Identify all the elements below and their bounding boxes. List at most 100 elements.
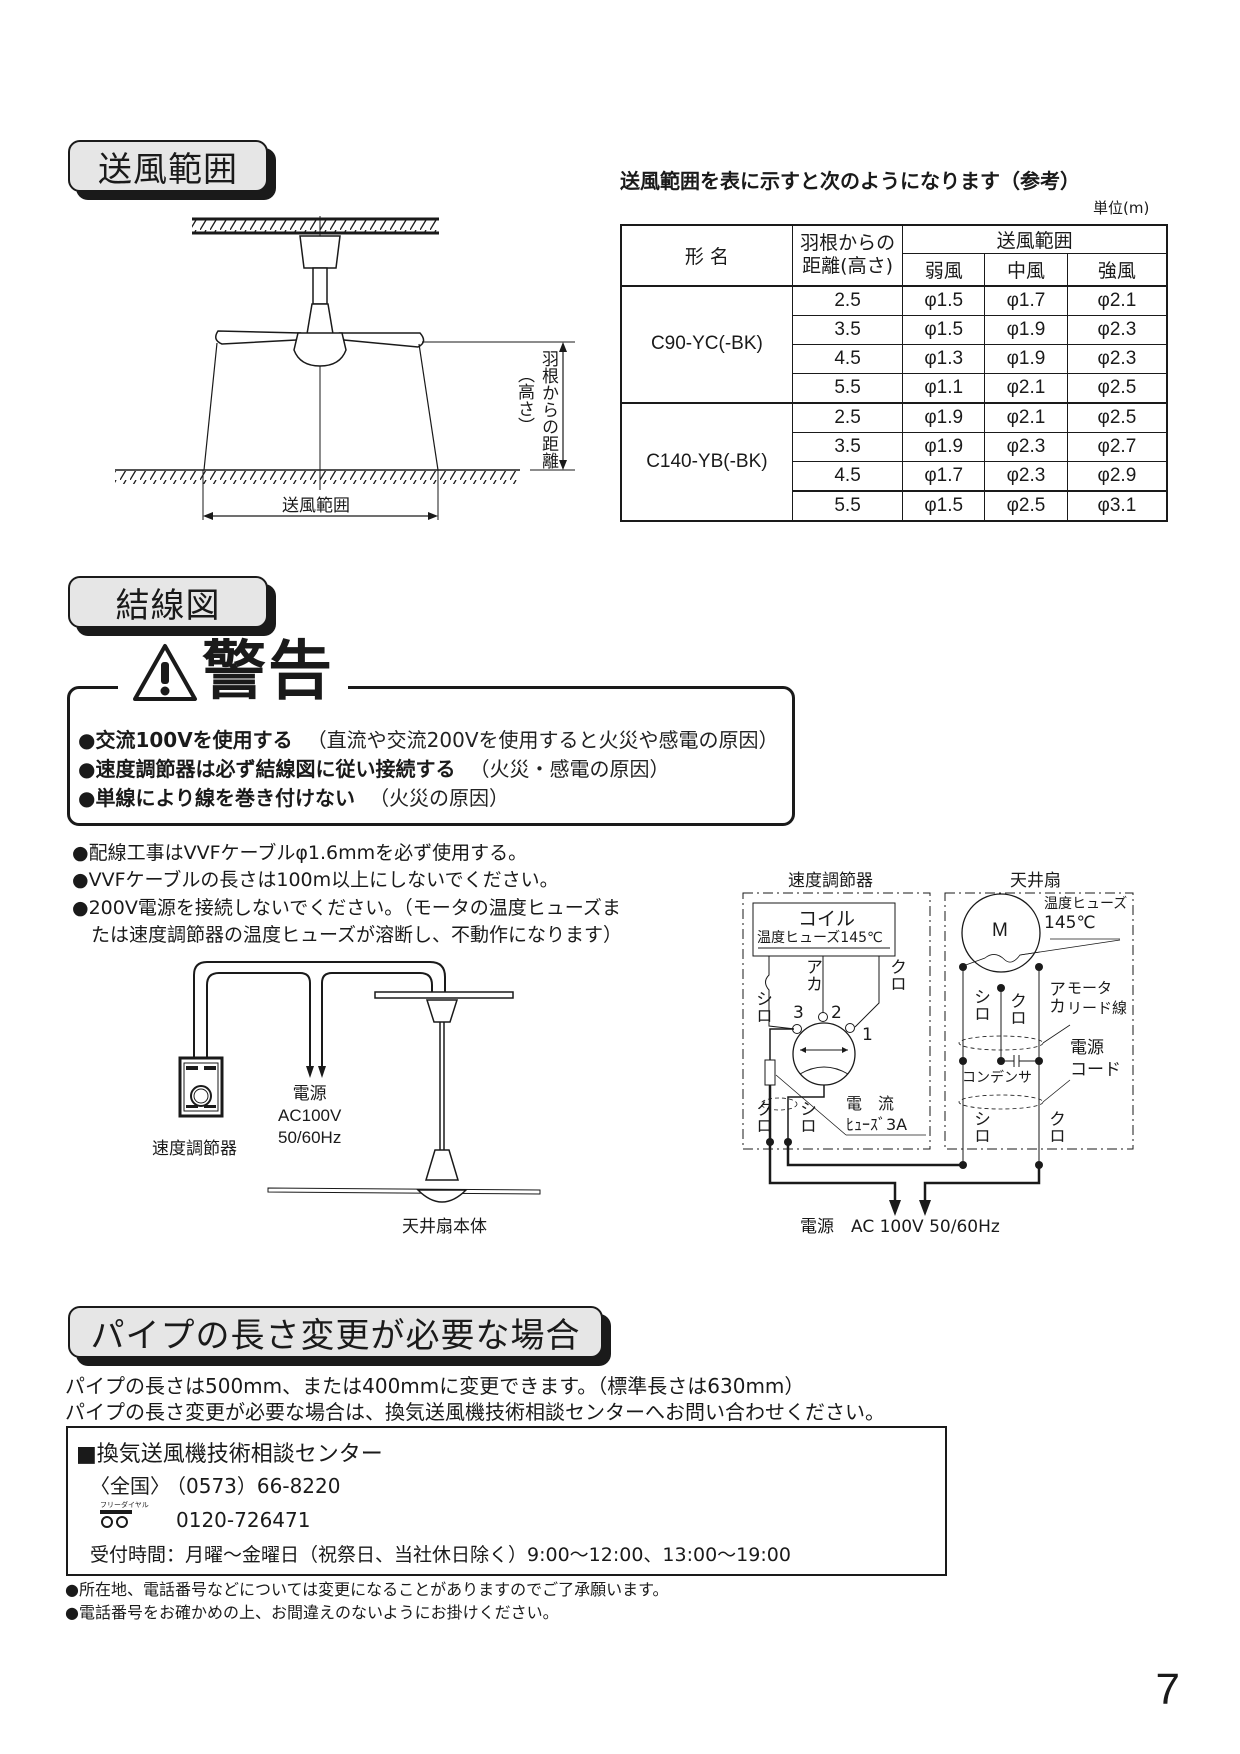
freedial-number: 0120-726471: [176, 1508, 311, 1532]
cell-distance: 3.5: [791, 431, 904, 462]
wiring-note: たは速度調節器の温度ヒューズが溶断し、不動作になります）: [72, 924, 623, 946]
business-hours: 受付時間：月曜～金曜日（祝祭日、当社休日除く）9:00～12:00、13:00～…: [90, 1544, 791, 1566]
cell-medium: φ1.9: [984, 343, 1068, 374]
warning-box: [67, 686, 795, 826]
current-fuse-label: 電 流 ﾋｭｰｽﾞ3A: [846, 1094, 908, 1134]
height-label: 羽根からの距離: [538, 350, 558, 469]
motor-fuse-label: 温度ヒューズ 145℃: [1044, 896, 1128, 933]
capacitor-label: コンデンサ: [962, 1070, 1032, 1086]
cell-strong: φ2.7: [1066, 431, 1168, 462]
pipe-info-line: パイプの長さ変更が必要な場合は、換気送風機技術相談センターへお問い合わせください…: [65, 1400, 885, 1424]
circuit-diagram: [742, 892, 1134, 1216]
cell-strong: φ2.5: [1066, 372, 1168, 403]
height-label-paren: （高さ）: [514, 366, 534, 434]
cell-weak: φ1.5: [902, 314, 986, 345]
cell-medium: φ2.3: [984, 460, 1068, 491]
coil-fuse-label: 温度ヒューズ145℃: [757, 930, 883, 946]
freedial-icon: [100, 1510, 132, 1530]
warning-item: ●単線により線を巻き付けない（火災の原因）: [78, 786, 510, 810]
cell-strong: φ2.5: [1066, 401, 1168, 433]
table-row: 4.5 φ1.3 φ1.9 φ2.3: [621, 343, 1168, 374]
terminal-1: 1: [862, 1025, 873, 1045]
model-name: C140-YB(-BK): [620, 401, 793, 521]
cell-distance: 2.5: [791, 401, 904, 433]
cell-medium: φ1.9: [984, 314, 1068, 345]
footnote: ●電話番号をお確かめの上、お間違えのないようにお掛けください。: [65, 1603, 559, 1622]
section-header-airflow-range: 送風範囲: [68, 140, 276, 200]
header-model: 形 名: [620, 224, 793, 286]
footnote: ●所在地、電話番号などについては変更になることがありますのでご了承願います。: [65, 1580, 669, 1599]
cell-weak: φ1.1: [902, 372, 986, 403]
cell-distance: 3.5: [791, 314, 904, 345]
warning-item: ●交流100Vを使用する（直流や交流200Vを使用すると火災や感電の原因）: [78, 728, 779, 752]
cell-weak: φ1.3: [902, 343, 986, 374]
motor-lead-label: モータ リード線: [1067, 979, 1128, 1017]
national-number: （0573）66-8220: [166, 1474, 341, 1498]
fan-body-label: 天井扇本体: [402, 1217, 487, 1237]
circuit-fan-title: 天井扇: [1010, 871, 1061, 891]
warning-title: 警告: [118, 640, 348, 704]
cell-weak: φ1.9: [902, 401, 986, 433]
cell-strong: φ2.3: [1066, 343, 1168, 374]
power-label: 電源 AC100V 50/60Hz: [278, 1084, 342, 1148]
pipe-info-line: パイプの長さは500mm、または400mmに変更できます。（標準長さは630mm…: [65, 1374, 805, 1398]
section-header-pipe-length: パイプの長さ変更が必要な場合: [68, 1306, 611, 1366]
cell-medium: φ1.7: [984, 284, 1068, 316]
fan-wire-white: シロ: [970, 988, 990, 1022]
section-title: 結線図: [68, 576, 268, 628]
table-caption: 送風範囲を表に示すと次のようになります（参考）: [620, 169, 1080, 193]
circuit-controller-title: 速度調節器: [788, 871, 873, 891]
cell-distance: 4.5: [791, 343, 904, 374]
coil-label: コイル: [798, 908, 856, 930]
installation-diagram: [178, 961, 541, 1203]
cell-medium: φ2.1: [984, 401, 1068, 433]
fan-wire-red: アカ: [1045, 980, 1065, 1014]
cell-distance: 5.5: [791, 372, 904, 403]
model-name: C90-YC(-BK): [620, 284, 793, 403]
wire-white-label: シロ: [796, 1100, 816, 1134]
warning-item: ●速度調節器は必ず結線図に従い接続する（火災・感電の原因）: [78, 757, 670, 781]
table-row: 3.5 φ1.9 φ2.3 φ2.7: [621, 431, 1168, 462]
cell-medium: φ2.3: [984, 431, 1068, 462]
cell-medium: φ2.1: [984, 372, 1068, 403]
table-row: 5.5 φ1.1 φ2.1 φ2.5: [621, 372, 1168, 403]
wiring-note: ●200V電源を接続しないでください。（モータの温度ヒューズま: [72, 897, 621, 919]
header-strong: 強風: [1066, 253, 1168, 286]
terminal-2: 2: [831, 1003, 842, 1023]
section-title: 送風範囲: [68, 140, 268, 192]
contact-heading: ■換気送風機技術相談センター: [76, 1442, 383, 1467]
section-title: パイプの長さ変更が必要な場合: [68, 1306, 603, 1358]
fan-wire-black: クロ: [1006, 992, 1026, 1026]
table-row: 5.5 φ1.5 φ2.5 φ3.1: [621, 489, 1168, 521]
cell-strong: φ2.3: [1066, 314, 1168, 345]
warning-triangle-icon: [133, 644, 197, 701]
wiring-note: ●配線工事はVVFケーブルφ1.6mmを必ず使用する。: [72, 842, 528, 864]
cell-weak: φ1.7: [902, 460, 986, 491]
cell-distance: 5.5: [791, 489, 904, 521]
airflow-range-diagram: [115, 216, 575, 520]
wire-red-label: アカ: [802, 958, 822, 992]
wire-white-label: シロ: [752, 990, 772, 1024]
header-distance: 羽根からの 距離(高さ): [791, 224, 904, 286]
wire-black-label: クロ: [886, 958, 906, 992]
cell-distance: 2.5: [791, 284, 904, 316]
page-number: 7: [1155, 1665, 1180, 1714]
freedial-badge-text: フリーダイヤル: [100, 1501, 149, 1509]
table-row: C140-YB(-BK) 2.5 φ1.9 φ2.1 φ2.5: [620, 401, 1168, 521]
range-label: 送風範囲: [282, 496, 350, 516]
section-header-wiring: 結線図: [68, 576, 276, 636]
motor-label: M: [992, 920, 1008, 941]
table-unit: 単位(m): [1093, 199, 1150, 217]
contact-box: ■換気送風機技術相談センター 〈全国〉 （0573）66-8220 フリーダイヤ…: [66, 1426, 947, 1576]
fan-wire-black-bottom: クロ: [1045, 1110, 1065, 1144]
supply-label: 電源 AC 100V 50/60Hz: [800, 1217, 1000, 1237]
national-label: 〈全国〉: [90, 1474, 170, 1498]
cell-medium: φ2.5: [984, 489, 1068, 521]
cell-weak: φ1.9: [902, 431, 986, 462]
airflow-range-table: 形 名 羽根からの 距離(高さ) 送風範囲 弱風 中風 強風 C90-YC(-B…: [620, 224, 1168, 522]
fan-wire-white-bottom: シロ: [970, 1110, 990, 1144]
cell-strong: φ3.1: [1066, 489, 1168, 521]
cell-weak: φ1.5: [902, 284, 986, 316]
wiring-note: ●VVFケーブルの長さは100m以上にしないでください。: [72, 869, 559, 891]
controller-label: 速度調節器: [152, 1139, 237, 1159]
